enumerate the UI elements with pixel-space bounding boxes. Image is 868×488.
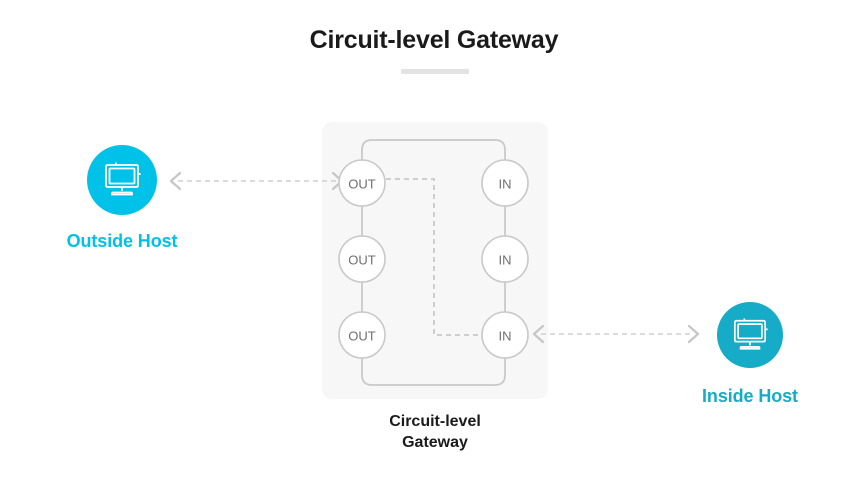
node-in-1[interactable]: IN — [481, 159, 529, 207]
outside-host-bubble — [87, 145, 157, 215]
right-link-arrowhead-left — [532, 324, 545, 344]
node-out-1[interactable]: OUT — [338, 159, 386, 207]
monitor-icon — [101, 161, 143, 199]
node-out-1-circle — [338, 159, 386, 207]
internal-circuit-path — [386, 178, 482, 336]
gateway-caption: Circuit-level Gateway — [335, 411, 535, 453]
inside-host-label: Inside Host — [702, 386, 798, 406]
node-out-2-label: OUT — [348, 253, 376, 268]
outside-host[interactable]: Outside Host — [32, 145, 212, 252]
node-in-3-circle — [481, 311, 529, 359]
inside-host[interactable]: Inside Host — [662, 302, 838, 407]
node-out-3[interactable]: OUT — [338, 311, 386, 359]
node-in-2-circle — [481, 235, 529, 283]
node-out-3-circle — [338, 311, 386, 359]
node-in-3-label: IN — [499, 329, 512, 344]
node-in-2[interactable]: IN — [481, 235, 529, 283]
page-title: Circuit-level Gateway — [309, 26, 559, 54]
node-in-1-label: IN — [499, 177, 512, 192]
node-in-2-label: IN — [499, 253, 512, 268]
right-link-arrowhead-right — [687, 324, 700, 344]
outside-host-label: Outside Host — [66, 231, 178, 251]
node-out-1-label: OUT — [348, 177, 376, 192]
node-in-1-circle — [481, 159, 529, 207]
node-out-2[interactable]: OUT — [338, 235, 386, 283]
node-in-3[interactable]: IN — [481, 311, 529, 359]
monitor-icon — [730, 317, 770, 353]
gateway-outer-connector-bottom — [361, 358, 506, 386]
title-divider — [401, 69, 469, 74]
gateway-caption-line1: Circuit-level — [389, 413, 481, 430]
gateway-outer-connector — [361, 139, 506, 160]
node-out-2-circle — [338, 235, 386, 283]
inside-host-bubble — [717, 302, 783, 368]
gateway-caption-line2: Gateway — [402, 434, 468, 452]
node-out-3-label: OUT — [348, 329, 376, 344]
left-link-arrowhead-left — [169, 171, 182, 191]
